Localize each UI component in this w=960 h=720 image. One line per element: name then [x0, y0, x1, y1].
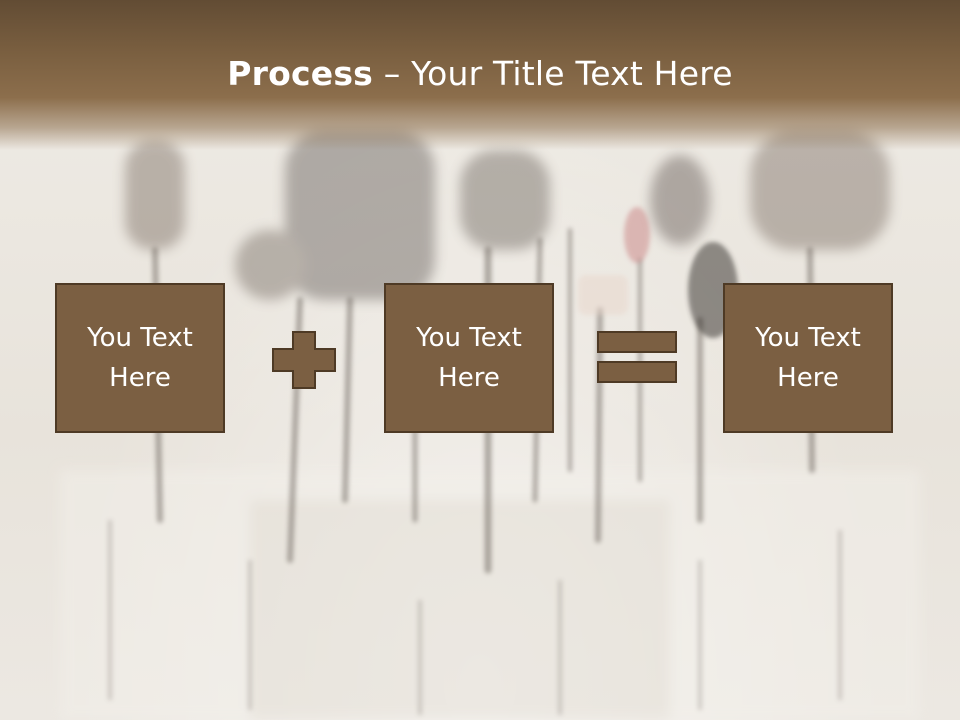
plus-icon	[272, 331, 336, 389]
process-box-2: You Text Here	[384, 283, 554, 433]
title-banner	[0, 0, 960, 150]
slide-title: Process – Your Title Text Here	[0, 52, 960, 96]
equals-icon	[597, 331, 677, 383]
title-bold: Process	[227, 54, 374, 93]
title-rest: – Your Title Text Here	[373, 54, 733, 93]
process-box-3: You Text Here	[723, 283, 893, 433]
process-box-1: You Text Here	[55, 283, 225, 433]
